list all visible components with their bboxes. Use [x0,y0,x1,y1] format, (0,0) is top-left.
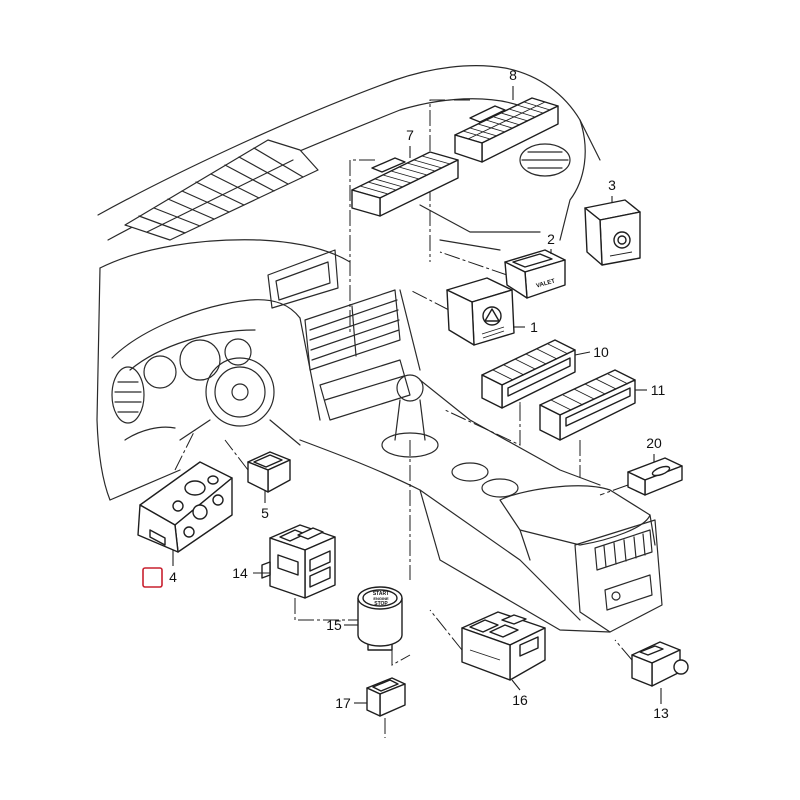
part-3-switch [584,199,641,266]
callout-numbers: 8 7 3 2 1 10 11 20 4 5 14 15 16 17 13 [169,67,669,721]
part-16-window-switch [461,611,546,681]
hazard-triangle-icon [484,308,500,322]
callout-8: 8 [509,67,517,83]
leader-lines-dashed [174,99,633,738]
part-14-switch-block [261,524,336,599]
callout-2: 2 [547,231,555,247]
part-10-switch-panel [481,339,576,412]
part-13-switch [631,641,689,687]
part-11-switch-panel [539,369,636,441]
callout-17: 17 [335,695,351,711]
light-knob-icon [192,504,208,520]
part-5-switch [247,451,291,493]
start-label: START [373,591,389,597]
valet-label: VALET [536,278,556,289]
callout-5: 5 [261,505,269,521]
part-1-hazard-switch [446,277,515,346]
part-20-switch [627,457,683,496]
engine-label: ENGINE [373,596,389,601]
callout-10: 10 [593,344,609,360]
callout-11: 11 [651,382,666,398]
dashboard-outline [96,65,663,633]
part-2-valet-switch: VALET [504,249,566,299]
callout-14: 14 [232,565,248,581]
part-7-climate-panel [351,151,459,217]
callout-4: 4 [169,569,177,585]
callout-1: 1 [530,319,538,335]
part-8-switch-panel [454,97,559,163]
part-17-switch [366,677,406,717]
part-15-start-stop-button: START ENGINE STOP [357,586,403,651]
callout-13: 13 [653,705,669,721]
part-4-light-switch [137,461,233,553]
callout-20: 20 [646,435,662,451]
stop-label: STOP [374,601,388,607]
callout-16: 16 [512,692,528,708]
callout-3: 3 [608,177,616,193]
callout-7: 7 [406,127,414,143]
leader-lines-solid [172,86,662,704]
highlight-box [142,567,163,588]
knob-icon [673,659,689,675]
callout-15: 15 [326,617,342,633]
